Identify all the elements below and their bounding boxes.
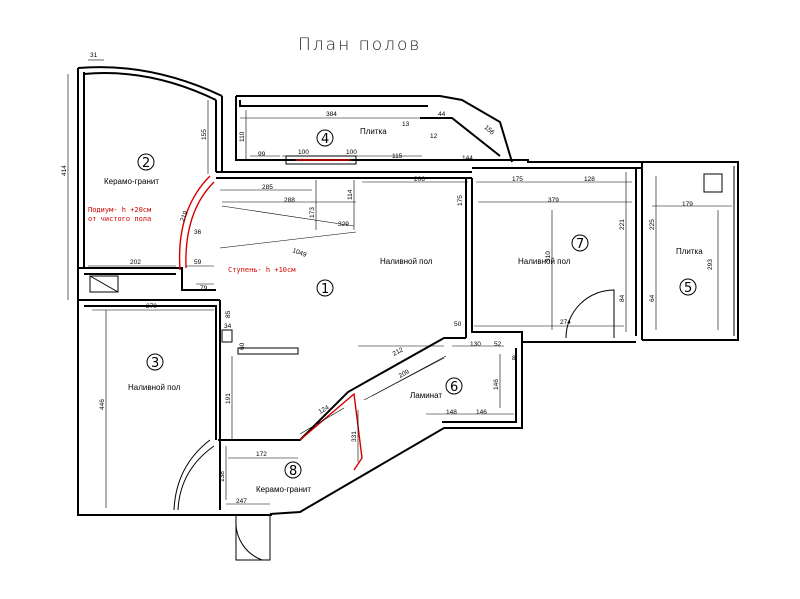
room-6-label: Ламинат [410, 391, 442, 400]
dim-label: 144 [462, 155, 473, 162]
dim-label: 384 [326, 111, 337, 118]
dim-label: 175 [512, 176, 523, 183]
dim-label: 329 [338, 221, 349, 228]
room-markers [137, 129, 697, 479]
dim-label: 173 [309, 207, 316, 218]
dim-label: 379 [548, 197, 559, 204]
dim-label: 59 [194, 259, 202, 266]
dim-label: 225 [649, 219, 656, 230]
dim-label: 414 [61, 165, 68, 176]
room-3-label: Наливной пол [128, 383, 181, 392]
room-1-label: Наливной пол [380, 257, 433, 266]
dimension-lines [67, 59, 732, 508]
dim-label: 44 [438, 111, 446, 118]
room-8-label: Керамо-гранит [256, 485, 311, 494]
dim-label: 114 [347, 189, 354, 200]
dim-label: 34 [224, 323, 232, 330]
dim-label: 202 [130, 259, 141, 266]
dim-label: 12 [430, 133, 438, 140]
podium-lines [178, 159, 363, 471]
dim-label: 100 [298, 149, 309, 156]
dim-label: 310 [545, 251, 552, 262]
dim-label: 1049 [291, 247, 307, 259]
dim-label: 155 [201, 129, 208, 140]
dim-label: 128 [584, 176, 595, 183]
dim-label: 31 [90, 52, 98, 59]
dim-label: 221 [619, 219, 626, 230]
dim-label: 206 [414, 176, 425, 183]
room-7-number: 7 [576, 237, 584, 252]
dim-label: 285 [262, 184, 273, 191]
dim-label: 293 [707, 259, 714, 270]
room-4-label: Плитка [360, 127, 387, 136]
dim-label: 64 [649, 294, 656, 302]
dim-label: 138 [219, 471, 226, 482]
podium-note-line2: от чистого пола [88, 215, 151, 223]
dim-label: 179 [682, 201, 693, 208]
step-note: Ступень- h +10см [228, 266, 296, 274]
dim-label: 148 [446, 409, 457, 416]
dim-label: 85 [225, 310, 232, 318]
dim-label: 219 [179, 210, 189, 223]
dim-label: 209 [398, 368, 411, 379]
podium-note-line1: Подиум- h +20см [88, 206, 152, 214]
room-5-number: 5 [684, 281, 692, 296]
dim-label: 146 [476, 409, 487, 416]
dim-label: 36 [194, 229, 202, 236]
room-8-number: 8 [289, 464, 297, 479]
dim-label: 13 [402, 121, 410, 128]
dim-label: 172 [256, 451, 267, 458]
dim-label: 130 [470, 341, 481, 348]
dim-label: 175 [457, 195, 464, 206]
room-3-number: 3 [151, 356, 159, 371]
plan-title: План полов [298, 35, 421, 55]
fixtures [89, 155, 723, 355]
dimension-labels: 31 414 155 202 59 79 384 110 13 44 156 9… [61, 52, 714, 505]
dim-label: 270 [146, 303, 157, 310]
room-7-label: Наливной пол [518, 257, 571, 266]
dim-label: 446 [99, 399, 106, 410]
dim-label: 288 [284, 197, 295, 204]
room-5-label: Плитка [676, 247, 703, 256]
dim-label: 331 [351, 431, 358, 442]
dim-label: 115 [392, 153, 403, 160]
dim-label: 99 [258, 151, 266, 158]
dim-label: 84 [619, 294, 626, 302]
dim-label: 50 [454, 321, 462, 328]
dim-label: 8 [512, 355, 516, 362]
dim-label: 52 [494, 341, 502, 348]
dim-label: 212 [392, 346, 405, 357]
outer-walls [77, 66, 739, 516]
room-1-number: 1 [321, 282, 329, 297]
room-4-number: 4 [321, 132, 329, 147]
dim-label: 146 [493, 379, 500, 390]
dim-label: 247 [236, 498, 247, 505]
room-2-number: 2 [142, 156, 150, 171]
dim-label: 156 [483, 124, 496, 137]
dim-label: 79 [200, 285, 208, 292]
doors [173, 289, 615, 561]
dim-label: 274 [560, 319, 571, 326]
room-2-label: Керамо-гранит [104, 177, 159, 186]
dim-label: 110 [239, 131, 246, 142]
dim-label: 191 [225, 393, 232, 404]
dim-label: 60 [239, 342, 246, 350]
dim-label: 124 [318, 404, 331, 416]
room-6-number: 6 [450, 380, 458, 395]
dim-label: 100 [346, 149, 357, 156]
